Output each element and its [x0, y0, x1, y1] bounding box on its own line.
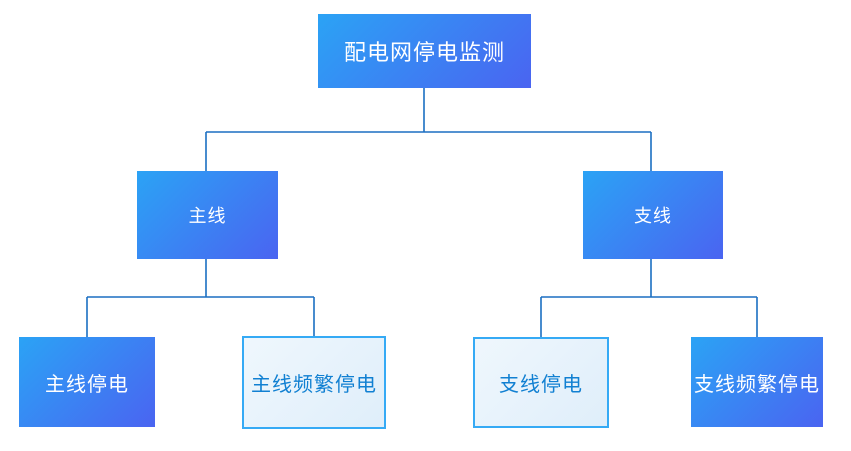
node-branch-line-frequent-outage[interactable]: 支线频繁停电 [691, 337, 823, 427]
node-main-line[interactable]: 主线 [137, 171, 278, 259]
connector-main-line-to-children [86, 259, 315, 337]
node-branch-line-outage[interactable]: 支线停电 [473, 337, 609, 428]
node-branch-line-frequent-outage-label: 支线频繁停电 [694, 373, 820, 396]
node-branch-line-outage-label: 支线停电 [499, 374, 583, 396]
node-root[interactable]: 配电网停电监测 [318, 14, 531, 88]
node-branch-line[interactable]: 支线 [583, 171, 723, 259]
node-root-label: 配电网停电监测 [343, 40, 505, 65]
node-main-line-frequent-outage[interactable]: 主线频繁停电 [242, 336, 386, 429]
connector-root-to-level2 [205, 88, 652, 171]
node-main-line-outage-label: 主线停电 [45, 373, 129, 396]
node-main-line-outage[interactable]: 主线停电 [19, 337, 155, 427]
connector-branch-line-to-children [540, 259, 758, 337]
node-main-line-frequent-outage-label: 主线频繁停电 [251, 374, 377, 396]
node-main-line-label: 主线 [188, 206, 227, 226]
node-branch-line-label: 支线 [634, 206, 672, 226]
